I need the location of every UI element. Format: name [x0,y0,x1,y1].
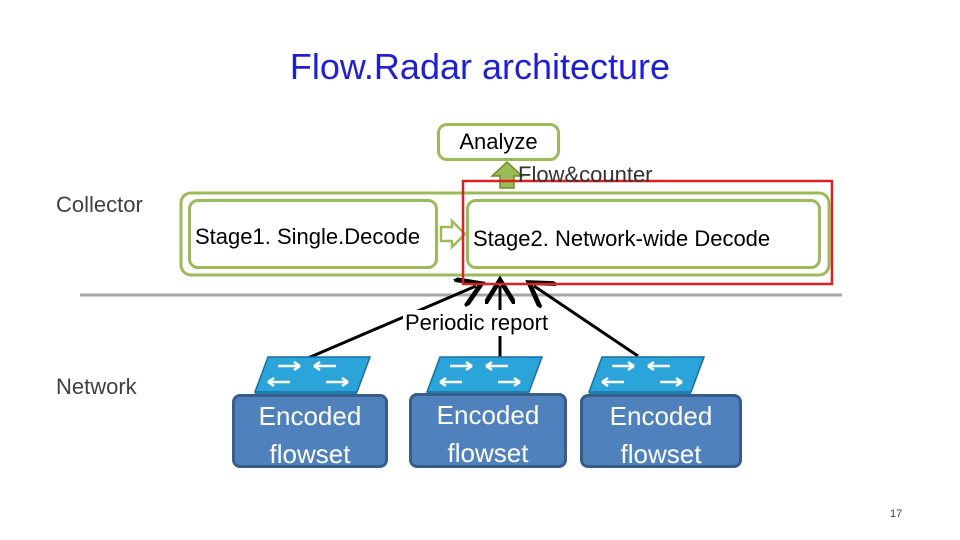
analyze-label: Analyze [459,129,538,154]
flowset-line2: flowset [269,439,351,469]
report-link-right [534,286,639,358]
stage1-label: Stage1. Single.Decode [195,224,421,249]
slide-title: Flow.Radar architecture [289,46,671,87]
stage2-box: Stage2. Network-wide Decode [466,199,821,269]
page-number: 17 [890,508,903,520]
report-link-left [307,286,476,360]
collector-outer-box [179,191,831,277]
stage-transition-arrow-icon [439,217,467,251]
periodic-report-label: Periodic report [403,310,551,336]
collector-layer-label: Collector [56,192,143,217]
analyze-box: Analyze [437,123,560,161]
flowset-line1: Encoded [609,401,713,431]
flowset-line1: Encoded [436,400,540,430]
flowset-line2: flowset [447,438,529,468]
flowset-line2: flowset [620,439,702,469]
stage2-label: Stage2. Network-wide Decode [473,226,771,251]
stage1-box: Stage1. Single.Decode [188,199,438,269]
encoded-flowset-box: Encoded flowset [580,394,742,469]
flowset-line1: Encoded [258,401,362,431]
highlight-rectangle [461,179,834,286]
encoded-flowset-box: Encoded flowset [232,394,388,469]
encoded-flowset-box: Encoded flowset [409,393,567,468]
network-layer-label: Network [56,374,137,399]
flow-counter-label: Flow&counter [518,162,653,187]
